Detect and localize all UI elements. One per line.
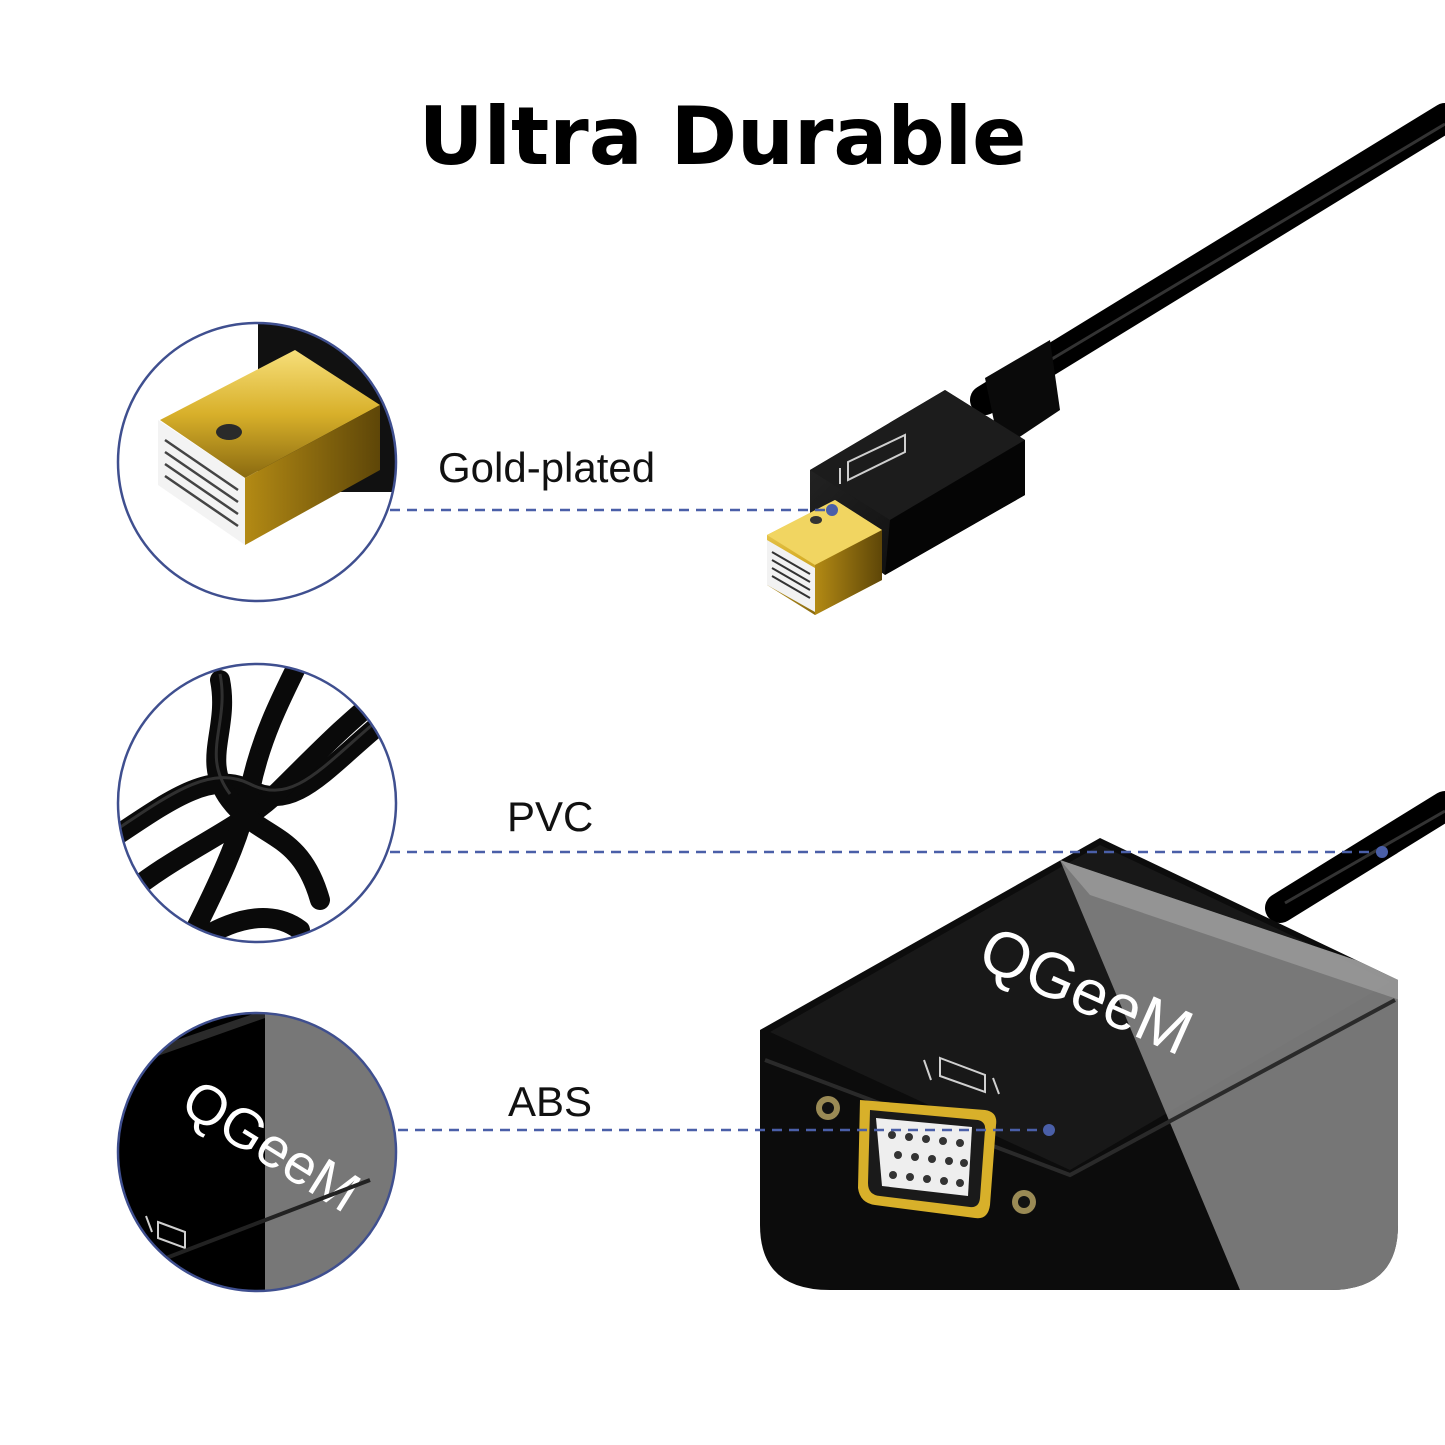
- page-title: Ultra Durable: [418, 90, 1027, 183]
- mini-displayport-plug: [767, 340, 1060, 615]
- zoom-circle-gold-plated: [116, 321, 398, 603]
- leader-line-gold: [390, 504, 838, 516]
- callout-label-abs: ABS: [508, 1078, 593, 1125]
- vga-adapter-housing: QGeeM: [760, 838, 1398, 1290]
- cable-top: [970, 103, 1445, 415]
- callout-label-gold-plated: Gold-plated: [438, 444, 656, 491]
- leader-line-abs: [398, 1124, 1055, 1136]
- leader-line-pvc: [390, 846, 1388, 858]
- cable-bottom: [1265, 791, 1445, 923]
- callout-label-pvc: PVC: [507, 793, 594, 840]
- zoom-circle-pvc-cable: [116, 662, 398, 944]
- zoom-circle-abs-housing: QGeeM: [116, 1011, 398, 1293]
